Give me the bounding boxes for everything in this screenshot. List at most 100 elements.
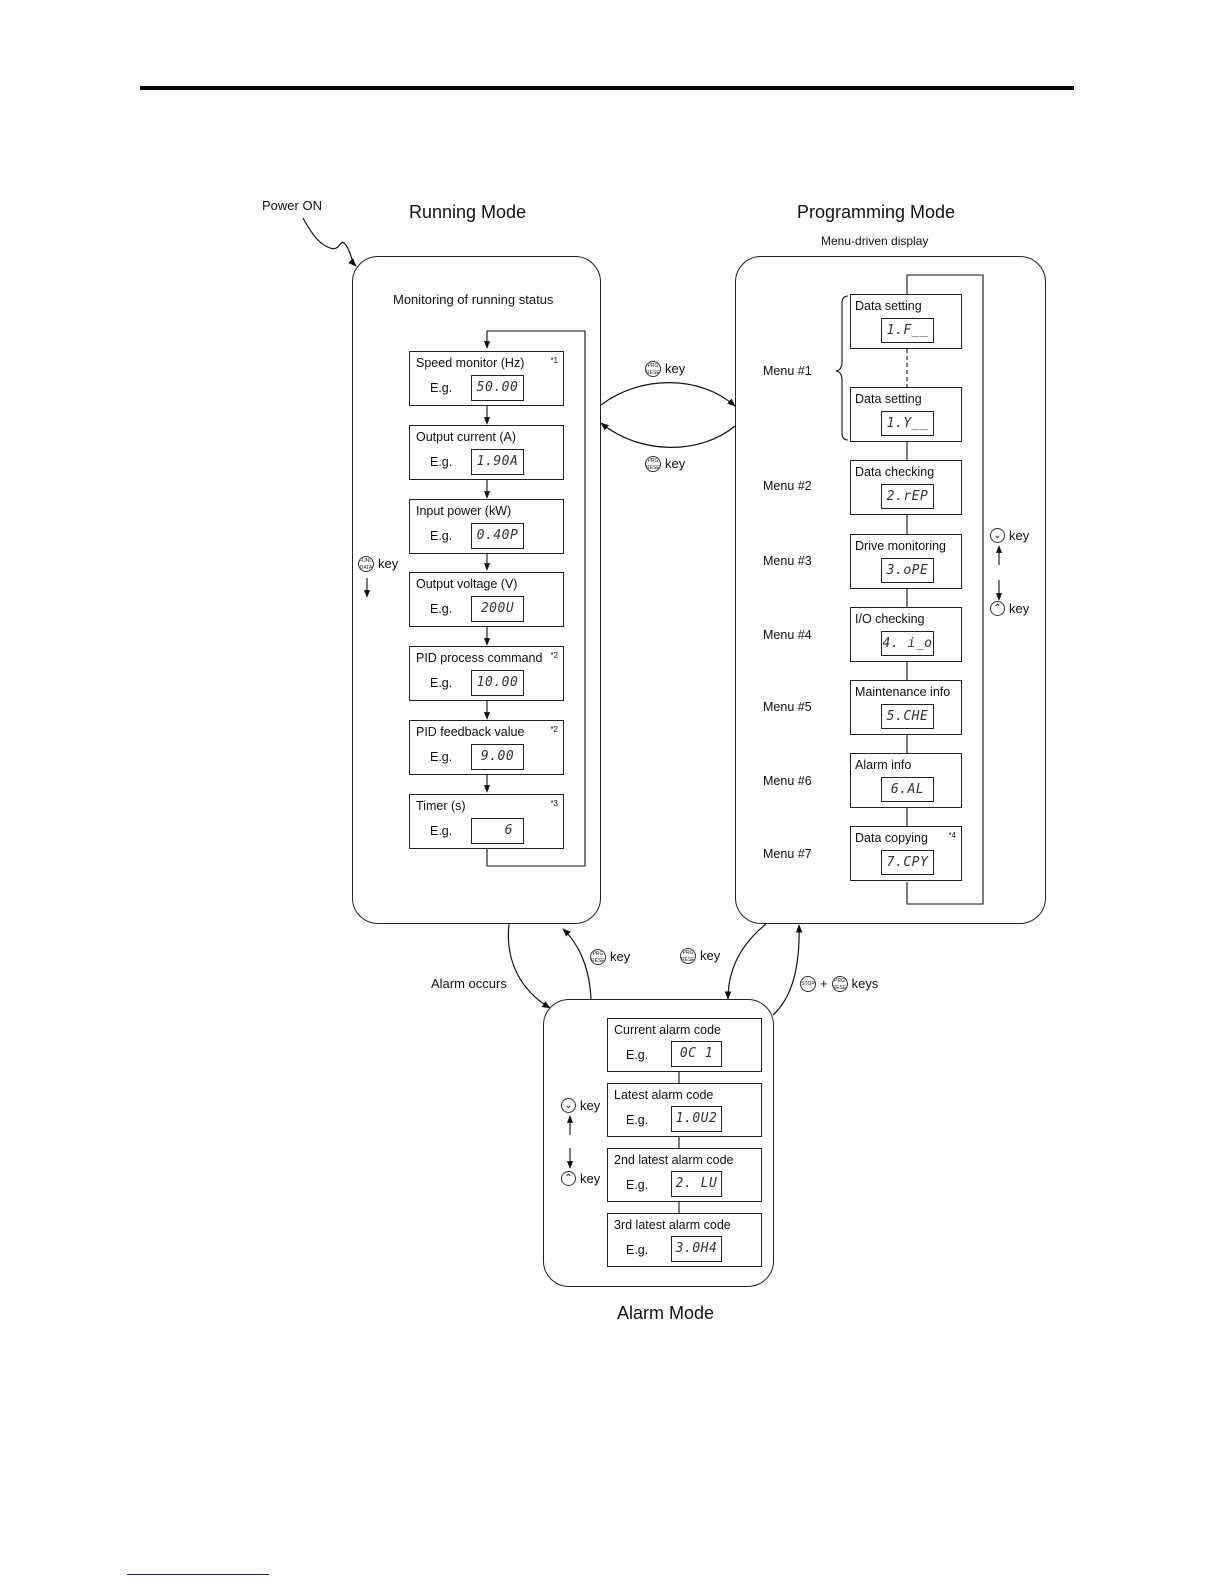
eg-label: E.g.: [626, 1243, 649, 1257]
eg-label: E.g.: [430, 824, 453, 838]
alarm-mode-title: Alarm Mode: [617, 1303, 715, 1323]
alarm-occurs-label: Alarm occurs: [431, 976, 507, 991]
running-monitor-item[interactable]: Timer (s)E.g.6*3: [409, 794, 564, 849]
led-display: 10.00: [471, 670, 524, 696]
prg-reset-key-icon: PRG RESET: [831, 975, 848, 992]
plus-sign: +: [820, 976, 828, 992]
eg-label: E.g.: [430, 529, 453, 543]
item-label: Alarm info: [855, 758, 912, 772]
led-display: 3.0H4: [671, 1236, 722, 1262]
key-label: key: [700, 948, 721, 964]
footnote-marker: *3: [550, 799, 558, 808]
prg-reset-key-alarm-to-run[interactable]: PRG RESETkey: [590, 948, 630, 966]
running-monitor-item[interactable]: Output current (A)E.g.1.90A: [409, 425, 564, 480]
eg-label: E.g.: [430, 750, 453, 764]
running-monitor-item[interactable]: Input power (kW) E.g. 0.40P: [409, 499, 564, 554]
led-display: 1.90A: [471, 449, 524, 475]
led-display: 200U: [471, 596, 524, 622]
alarm-to-run-arrow: [562, 928, 592, 1001]
led-display: 2.rEP: [881, 484, 934, 509]
led-display: 1.F__: [881, 318, 934, 343]
key-label: key: [665, 456, 686, 472]
header-rule: [140, 86, 1074, 90]
power-on-label: Power ON: [262, 198, 322, 213]
led-display: 0.40P: [471, 523, 524, 549]
menu-number-label: Menu #1: [763, 364, 812, 378]
menu-number-label: Menu #5: [763, 700, 812, 714]
key-label: key: [610, 949, 631, 965]
led-display: 9.00: [471, 744, 524, 770]
item-label: Data setting: [855, 392, 922, 406]
programming-loop: [835, 274, 1003, 905]
down-key-alarm[interactable]: ⌄key: [561, 1097, 600, 1115]
led-display: 2. LU: [671, 1171, 722, 1197]
eg-label: E.g.: [430, 455, 453, 469]
running-mode-title: Running Mode: [409, 202, 527, 222]
up-key-alarm[interactable]: ⌃key: [561, 1170, 600, 1188]
menu-number-label: Menu #6: [763, 774, 812, 788]
menu-number-label: Menu #7: [763, 847, 812, 861]
item-label: Latest alarm code: [614, 1088, 714, 1102]
eg-label: E.g.: [430, 381, 453, 395]
footnote-marker: *2: [550, 651, 558, 660]
prog-to-run-arrow: [600, 422, 736, 448]
footnote-marker: *4: [948, 831, 956, 840]
eg-label: E.g.: [626, 1178, 649, 1192]
programming-mode-panel: [735, 256, 1046, 924]
prg-reset-key-icon: PRG RESET: [680, 947, 696, 964]
item-label: Data copying: [855, 831, 928, 845]
item-label: PID process command: [416, 651, 543, 665]
led-display: 0C 1: [671, 1041, 722, 1067]
prog-to-alarm-arrow: [724, 923, 767, 1000]
led-display: 4. i_o: [881, 631, 934, 656]
key-label: key: [1009, 601, 1030, 617]
running-monitor-item[interactable]: Output voltage (V)E.g.200U: [409, 572, 564, 627]
item-label: I/O checking: [855, 612, 925, 626]
prg-reset-key-prog-to-alarm[interactable]: PRG RESETkey: [680, 947, 720, 965]
alarm-occurs-arrow: [507, 923, 551, 1009]
run-to-prog-arrow: [600, 382, 736, 407]
down-key-prog[interactable]: ⌄key: [990, 527, 1029, 545]
key-label: key: [580, 1171, 601, 1187]
footer-rule: [127, 1574, 269, 1575]
programming-menu-item[interactable]: I/O checking 4. i_o: [850, 607, 962, 662]
stop-prg-keys-alarm-to-prog[interactable]: STOP+PRG RESETkeys: [800, 975, 878, 993]
menu-number-label: Menu #3: [763, 554, 812, 568]
alarm-connectors: [566, 1072, 680, 1213]
running-mode-panel: [352, 256, 601, 924]
chevron-up-icon: ⌃: [561, 1171, 576, 1187]
prg-reset-key-prog-to-run[interactable]: PRG RESETkey: [645, 455, 685, 473]
footnote-marker: *2: [550, 725, 558, 734]
prg-reset-key-run-to-prog[interactable]: PRG RESETkey: [645, 360, 685, 378]
up-key-prog[interactable]: ⌃key: [990, 600, 1029, 618]
led-display: 3.oPE: [881, 558, 934, 583]
eg-label: E.g.: [626, 1048, 649, 1062]
menu-number-label: Menu #2: [763, 479, 812, 493]
power-on-arrow: [302, 217, 357, 267]
chevron-up-icon: ⌃: [990, 601, 1005, 617]
item-label: Input power (kW): [416, 504, 512, 518]
item-label: Speed monitor (Hz): [416, 356, 525, 370]
led-display: 1.0U2: [671, 1106, 722, 1132]
running-monitor-item[interactable]: Speed monitor (Hz)E.g.50.00*1: [409, 351, 564, 406]
eg-label: E.g.: [626, 1113, 649, 1127]
item-label: Maintenance info: [855, 685, 951, 699]
stop-key-icon: STOP: [800, 975, 816, 992]
alarm-to-prog-arrow: [772, 924, 803, 1016]
eg-label: E.g.: [430, 602, 453, 616]
